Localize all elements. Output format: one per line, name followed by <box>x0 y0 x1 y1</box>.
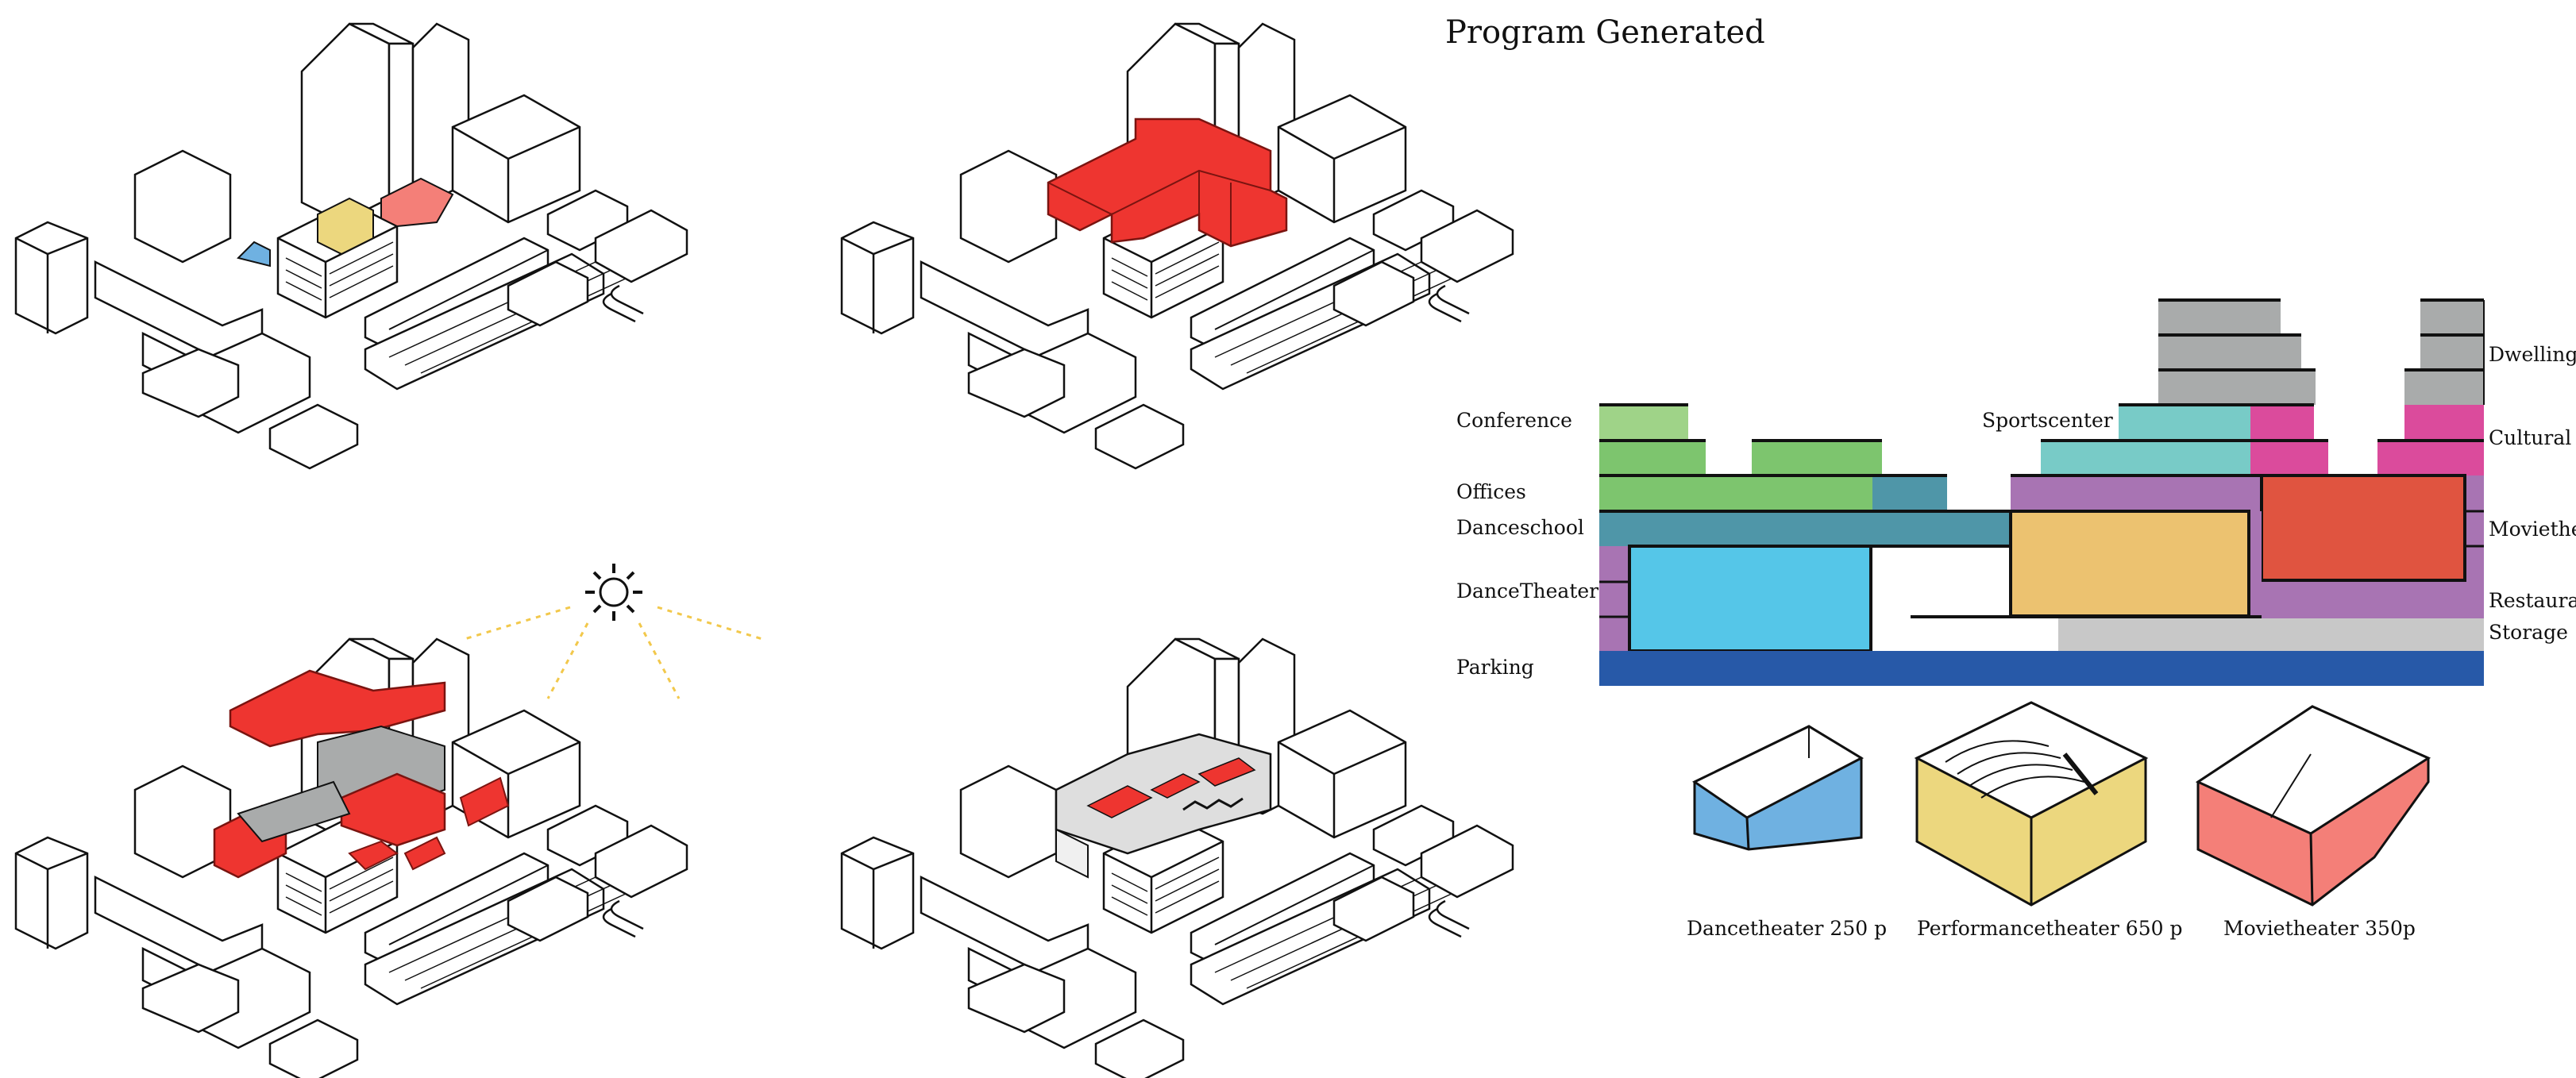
label-offices: Offices <box>1456 480 1526 503</box>
theater-performance-icon <box>1914 701 2149 907</box>
sun-icon <box>464 564 763 699</box>
iso-view-interior <box>840 637 1514 1078</box>
theater-movie-icon <box>2195 705 2431 907</box>
iso-view-existing <box>14 22 688 470</box>
theater-dance-icon <box>1692 725 1865 851</box>
label-movietheater: Moviethe <box>2489 518 2576 541</box>
caption-performancetheater: Performancetheater 650 p <box>1917 917 2183 940</box>
label-cultural: Cultural c <box>2489 426 2576 449</box>
label-danceschool: Danceschool <box>1456 516 1584 539</box>
page-title: Program Generated <box>1445 14 1765 51</box>
label-dancetheater: DanceTheater <box>1456 579 1599 603</box>
label-restaurant: Restaura <box>2489 589 2576 612</box>
caption-movietheater: Movietheater 350p <box>2223 917 2416 940</box>
label-sportscenter: Sportscenter <box>1982 409 2113 432</box>
label-conference: Conference <box>1456 409 1572 432</box>
program-stack <box>1599 298 2485 686</box>
iso-view-program <box>14 637 688 1078</box>
caption-dancetheater: Dancetheater 250 p <box>1687 917 1888 940</box>
label-dwelling: Dwelling <box>2489 343 2576 366</box>
label-parking: Parking <box>1456 656 1534 679</box>
iso-view-massing <box>840 22 1514 470</box>
label-storage: Storage <box>2489 621 2568 644</box>
